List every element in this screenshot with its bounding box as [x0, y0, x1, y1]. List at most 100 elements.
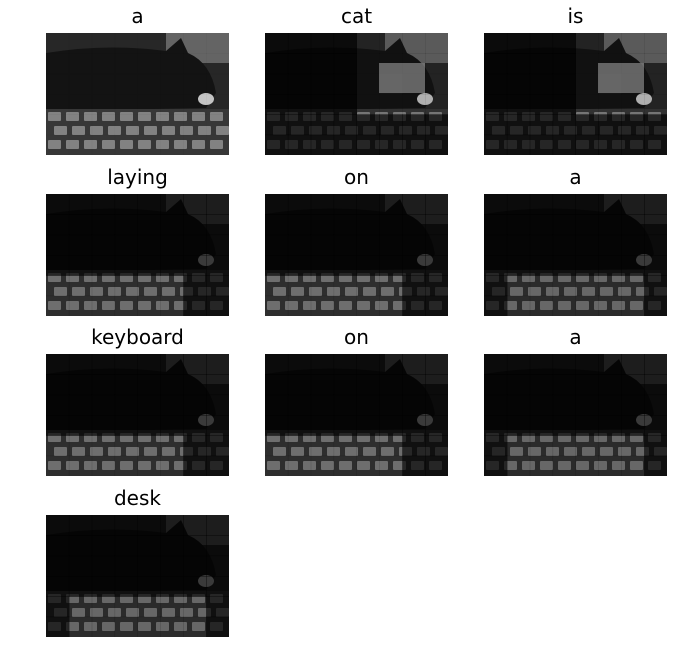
attention-cell	[46, 255, 70, 276]
attention-cell	[621, 94, 645, 115]
attention-cell	[160, 455, 184, 476]
attention-cell	[506, 455, 531, 476]
attention-cell	[310, 435, 335, 457]
attention-cell	[114, 73, 138, 95]
attention-cell	[333, 33, 357, 54]
attention-cell	[160, 415, 184, 436]
attention-cell	[356, 295, 380, 316]
attention-cell	[621, 53, 645, 75]
attention-cell	[160, 194, 184, 215]
attention-cell	[333, 255, 357, 276]
attention-cell	[425, 73, 448, 95]
attention-cell	[160, 114, 184, 136]
attention-cell	[310, 134, 335, 155]
attention-heatmap	[46, 515, 229, 637]
attention-cell	[598, 134, 622, 155]
attention-cell	[552, 114, 576, 136]
keyboard-key	[66, 140, 79, 149]
keyboard-key	[564, 287, 577, 296]
attention-cell	[160, 134, 184, 155]
attention-cell	[287, 234, 312, 256]
attention-cell	[506, 394, 531, 416]
attention-heatmap	[46, 354, 229, 476]
attention-cell	[529, 194, 554, 215]
keyboard-key	[102, 112, 115, 121]
attention-cell	[91, 596, 116, 618]
keyboard-key	[72, 447, 85, 456]
attention-cell	[160, 295, 184, 316]
attention-cell	[506, 194, 531, 215]
attention-cell	[552, 374, 576, 396]
keyboard-key	[72, 287, 85, 296]
keyboard-key	[345, 447, 358, 456]
attention-cell	[333, 94, 357, 115]
attention-cell	[552, 435, 576, 457]
attention-cell	[425, 53, 448, 75]
attention-cell	[575, 234, 599, 256]
keyboard-key	[84, 140, 97, 149]
caption-word: a	[569, 165, 582, 189]
caption-word: cat	[340, 4, 373, 28]
attention-cell	[287, 214, 312, 236]
attention-cell	[137, 114, 161, 136]
attention-cell	[484, 415, 508, 436]
keyboard-key	[522, 301, 535, 310]
attention-cell	[183, 616, 207, 637]
attention-cell	[575, 435, 599, 457]
keyboard-key	[558, 301, 571, 310]
attention-cell	[621, 73, 645, 95]
cat-paw	[198, 93, 214, 105]
attention-cell	[68, 214, 93, 236]
attention-cell	[598, 33, 622, 54]
attention-cell	[68, 596, 93, 618]
attention-cell	[206, 374, 229, 396]
attention-cell	[91, 275, 116, 297]
attention-cell	[379, 295, 403, 316]
attention-cell	[621, 394, 645, 416]
keyboard-key	[540, 301, 553, 310]
attention-cell	[91, 114, 116, 136]
keyboard-key	[126, 287, 139, 296]
attention-cell	[68, 114, 93, 136]
attention-heatmap	[484, 33, 667, 155]
keyboard-key	[138, 461, 151, 470]
attention-cell	[598, 53, 622, 75]
attention-cell	[425, 374, 448, 396]
attention-cell	[506, 275, 531, 297]
keyboard-key	[558, 461, 571, 470]
keyboard-key	[120, 140, 133, 149]
attention-cell	[68, 455, 93, 476]
attention-cell	[402, 295, 426, 316]
keyboard-key	[174, 112, 187, 121]
attention-cell	[114, 435, 138, 457]
attention-cell	[644, 354, 667, 375]
keyboard-key	[576, 301, 589, 310]
keyboard-key	[144, 126, 157, 135]
attention-cell	[425, 435, 448, 457]
attention-cell	[598, 455, 622, 476]
attention-cell	[91, 415, 116, 436]
keyboard-key	[66, 461, 79, 470]
keyboard-key	[303, 301, 316, 310]
attention-cell	[575, 194, 599, 215]
attention-cell	[310, 415, 335, 436]
keyboard-key	[90, 608, 103, 617]
attention-cell	[621, 214, 645, 236]
attention-cell	[206, 53, 229, 75]
attention-cell	[137, 275, 161, 297]
attention-cell	[402, 73, 426, 95]
keyboard-key	[108, 447, 121, 456]
keyboard-key	[327, 287, 340, 296]
keyboard-key	[180, 126, 193, 135]
attention-cell	[621, 374, 645, 396]
attention-cell	[310, 33, 335, 54]
attention-cell	[91, 515, 116, 536]
attention-cell	[506, 33, 531, 54]
keyboard-key	[582, 287, 595, 296]
attention-cell	[287, 53, 312, 75]
keyboard-key	[162, 608, 175, 617]
attention-cell	[484, 214, 508, 236]
attention-cell	[68, 295, 93, 316]
attention-cell	[310, 73, 335, 95]
attention-cell	[114, 33, 138, 54]
